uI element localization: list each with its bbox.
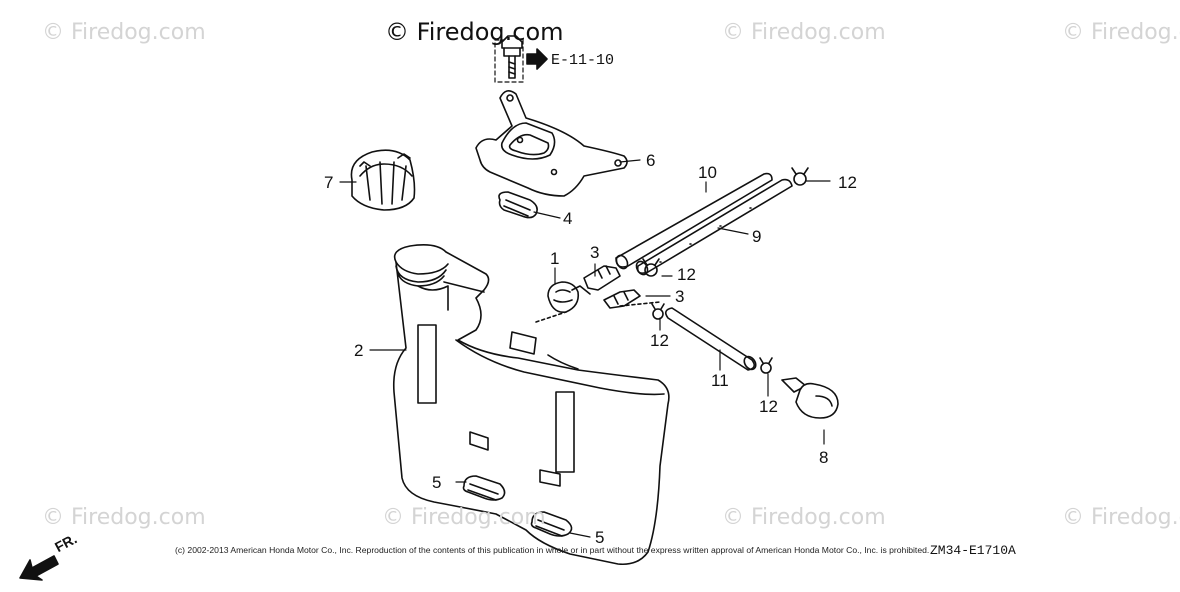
front-arrow-icon bbox=[19, 555, 59, 581]
callout-12: 12 bbox=[677, 265, 696, 284]
fuel-cap-part bbox=[350, 149, 416, 211]
callout-2: 2 bbox=[354, 341, 364, 360]
joint-lower-part bbox=[603, 289, 661, 309]
callout-11: 11 bbox=[711, 371, 729, 390]
tube-upper-part bbox=[615, 172, 773, 270]
callout-10: 10 bbox=[698, 163, 717, 182]
watermark: © Firedog.com bbox=[382, 505, 546, 530]
watermark: © Firedog.com bbox=[722, 505, 886, 530]
watermark-main: © Firedog.com bbox=[385, 18, 564, 46]
joint-grommet-part bbox=[535, 281, 591, 323]
tube-short-part bbox=[664, 307, 757, 371]
joint-upper-part bbox=[583, 265, 621, 291]
reference-link[interactable]: E-11-10 bbox=[551, 52, 615, 69]
fuel-filter-part bbox=[781, 377, 839, 419]
watermark: © Firedog.com bbox=[1062, 505, 1180, 530]
leader-lines bbox=[339, 159, 831, 538]
callout-5: 5 bbox=[432, 473, 442, 492]
watermark: © Firedog.com bbox=[722, 20, 886, 45]
callout-3: 3 bbox=[675, 287, 685, 306]
copyright-notice: (c) 2002-2013 American Honda Motor Co., … bbox=[175, 545, 930, 555]
callout-6: 6 bbox=[646, 151, 656, 170]
callout-5: 5 bbox=[595, 528, 605, 547]
callout-12: 12 bbox=[838, 173, 857, 192]
callout-3: 3 bbox=[590, 243, 600, 262]
diagram-code: ZM34-E1710A bbox=[930, 543, 1016, 558]
callout-1: 1 bbox=[550, 249, 560, 268]
reference-arrow-icon bbox=[526, 48, 548, 70]
callout-12: 12 bbox=[759, 397, 778, 416]
watermark: © Firedog.com bbox=[42, 505, 206, 530]
callout-12: 12 bbox=[650, 331, 669, 350]
callout-4: 4 bbox=[563, 209, 573, 228]
callout-9: 9 bbox=[752, 227, 762, 246]
grommet-upper-part bbox=[498, 191, 538, 219]
callout-8: 8 bbox=[819, 448, 829, 467]
fuel-tank-part bbox=[392, 244, 670, 566]
grommet-lower-part bbox=[462, 475, 573, 537]
clip-part bbox=[642, 167, 809, 374]
watermark: © Firedog.com bbox=[42, 20, 206, 45]
watermark: © Firedog.com bbox=[1062, 20, 1180, 45]
bolt-part bbox=[494, 35, 524, 83]
callout-7: 7 bbox=[324, 173, 334, 192]
bracket-part bbox=[475, 90, 628, 197]
